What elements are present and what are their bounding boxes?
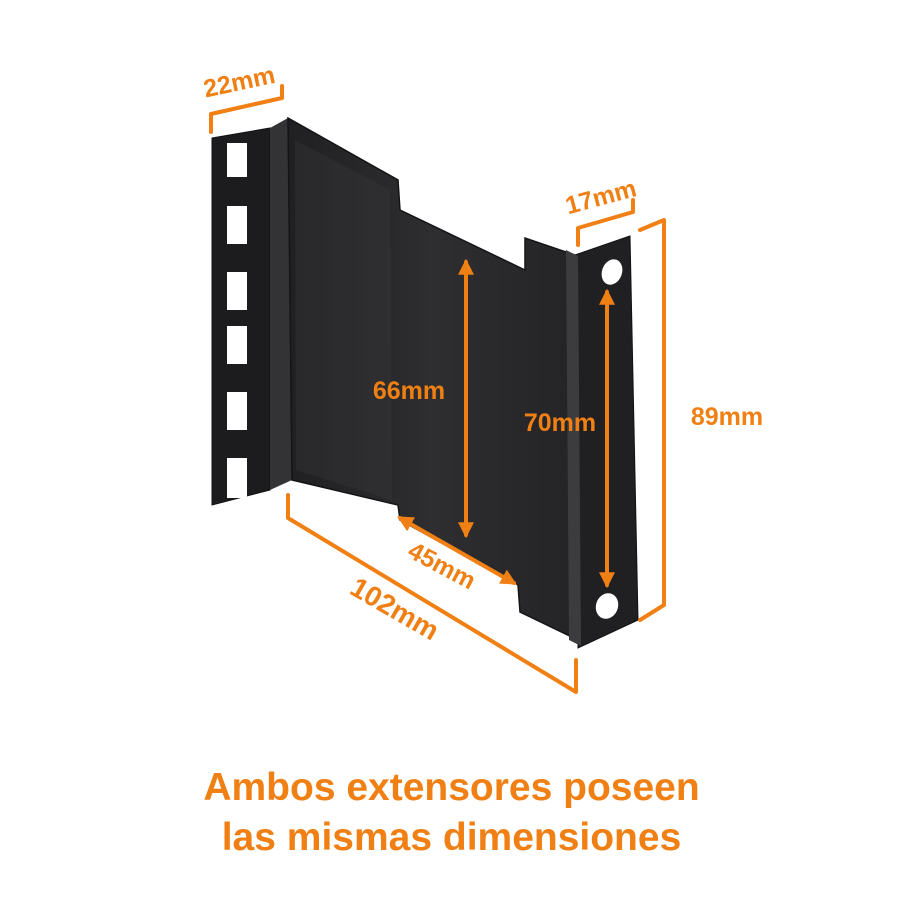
caption-line-1: Ambos extensores poseen <box>203 766 700 809</box>
caption-line-2: las mismas dimensiones <box>221 816 682 859</box>
right-flange-bend <box>566 250 581 646</box>
dim-line-22mm <box>209 84 284 134</box>
square-hole <box>227 206 247 244</box>
square-hole <box>227 326 247 364</box>
square-hole <box>227 392 247 430</box>
label-66mm: 66mm <box>373 377 445 405</box>
dimension-lines <box>209 84 666 694</box>
label-22mm: 22mm <box>201 61 278 103</box>
arrow-45mm <box>397 516 517 585</box>
square-holes <box>227 143 247 498</box>
oval-hole-top <box>601 259 623 285</box>
left-flange <box>211 127 271 506</box>
oval-hole-bottom <box>595 593 619 619</box>
label-89mm: 89mm <box>691 403 763 431</box>
plate-shadow <box>295 140 392 500</box>
square-hole <box>227 272 247 310</box>
left-flange-edge <box>270 118 292 490</box>
dim-line-102mm <box>286 493 578 694</box>
label-70mm: 70mm <box>524 409 596 437</box>
square-hole <box>227 458 247 498</box>
dim-line-17mm <box>576 198 635 247</box>
square-hole <box>227 143 247 177</box>
dim-line-89mm <box>638 218 666 622</box>
